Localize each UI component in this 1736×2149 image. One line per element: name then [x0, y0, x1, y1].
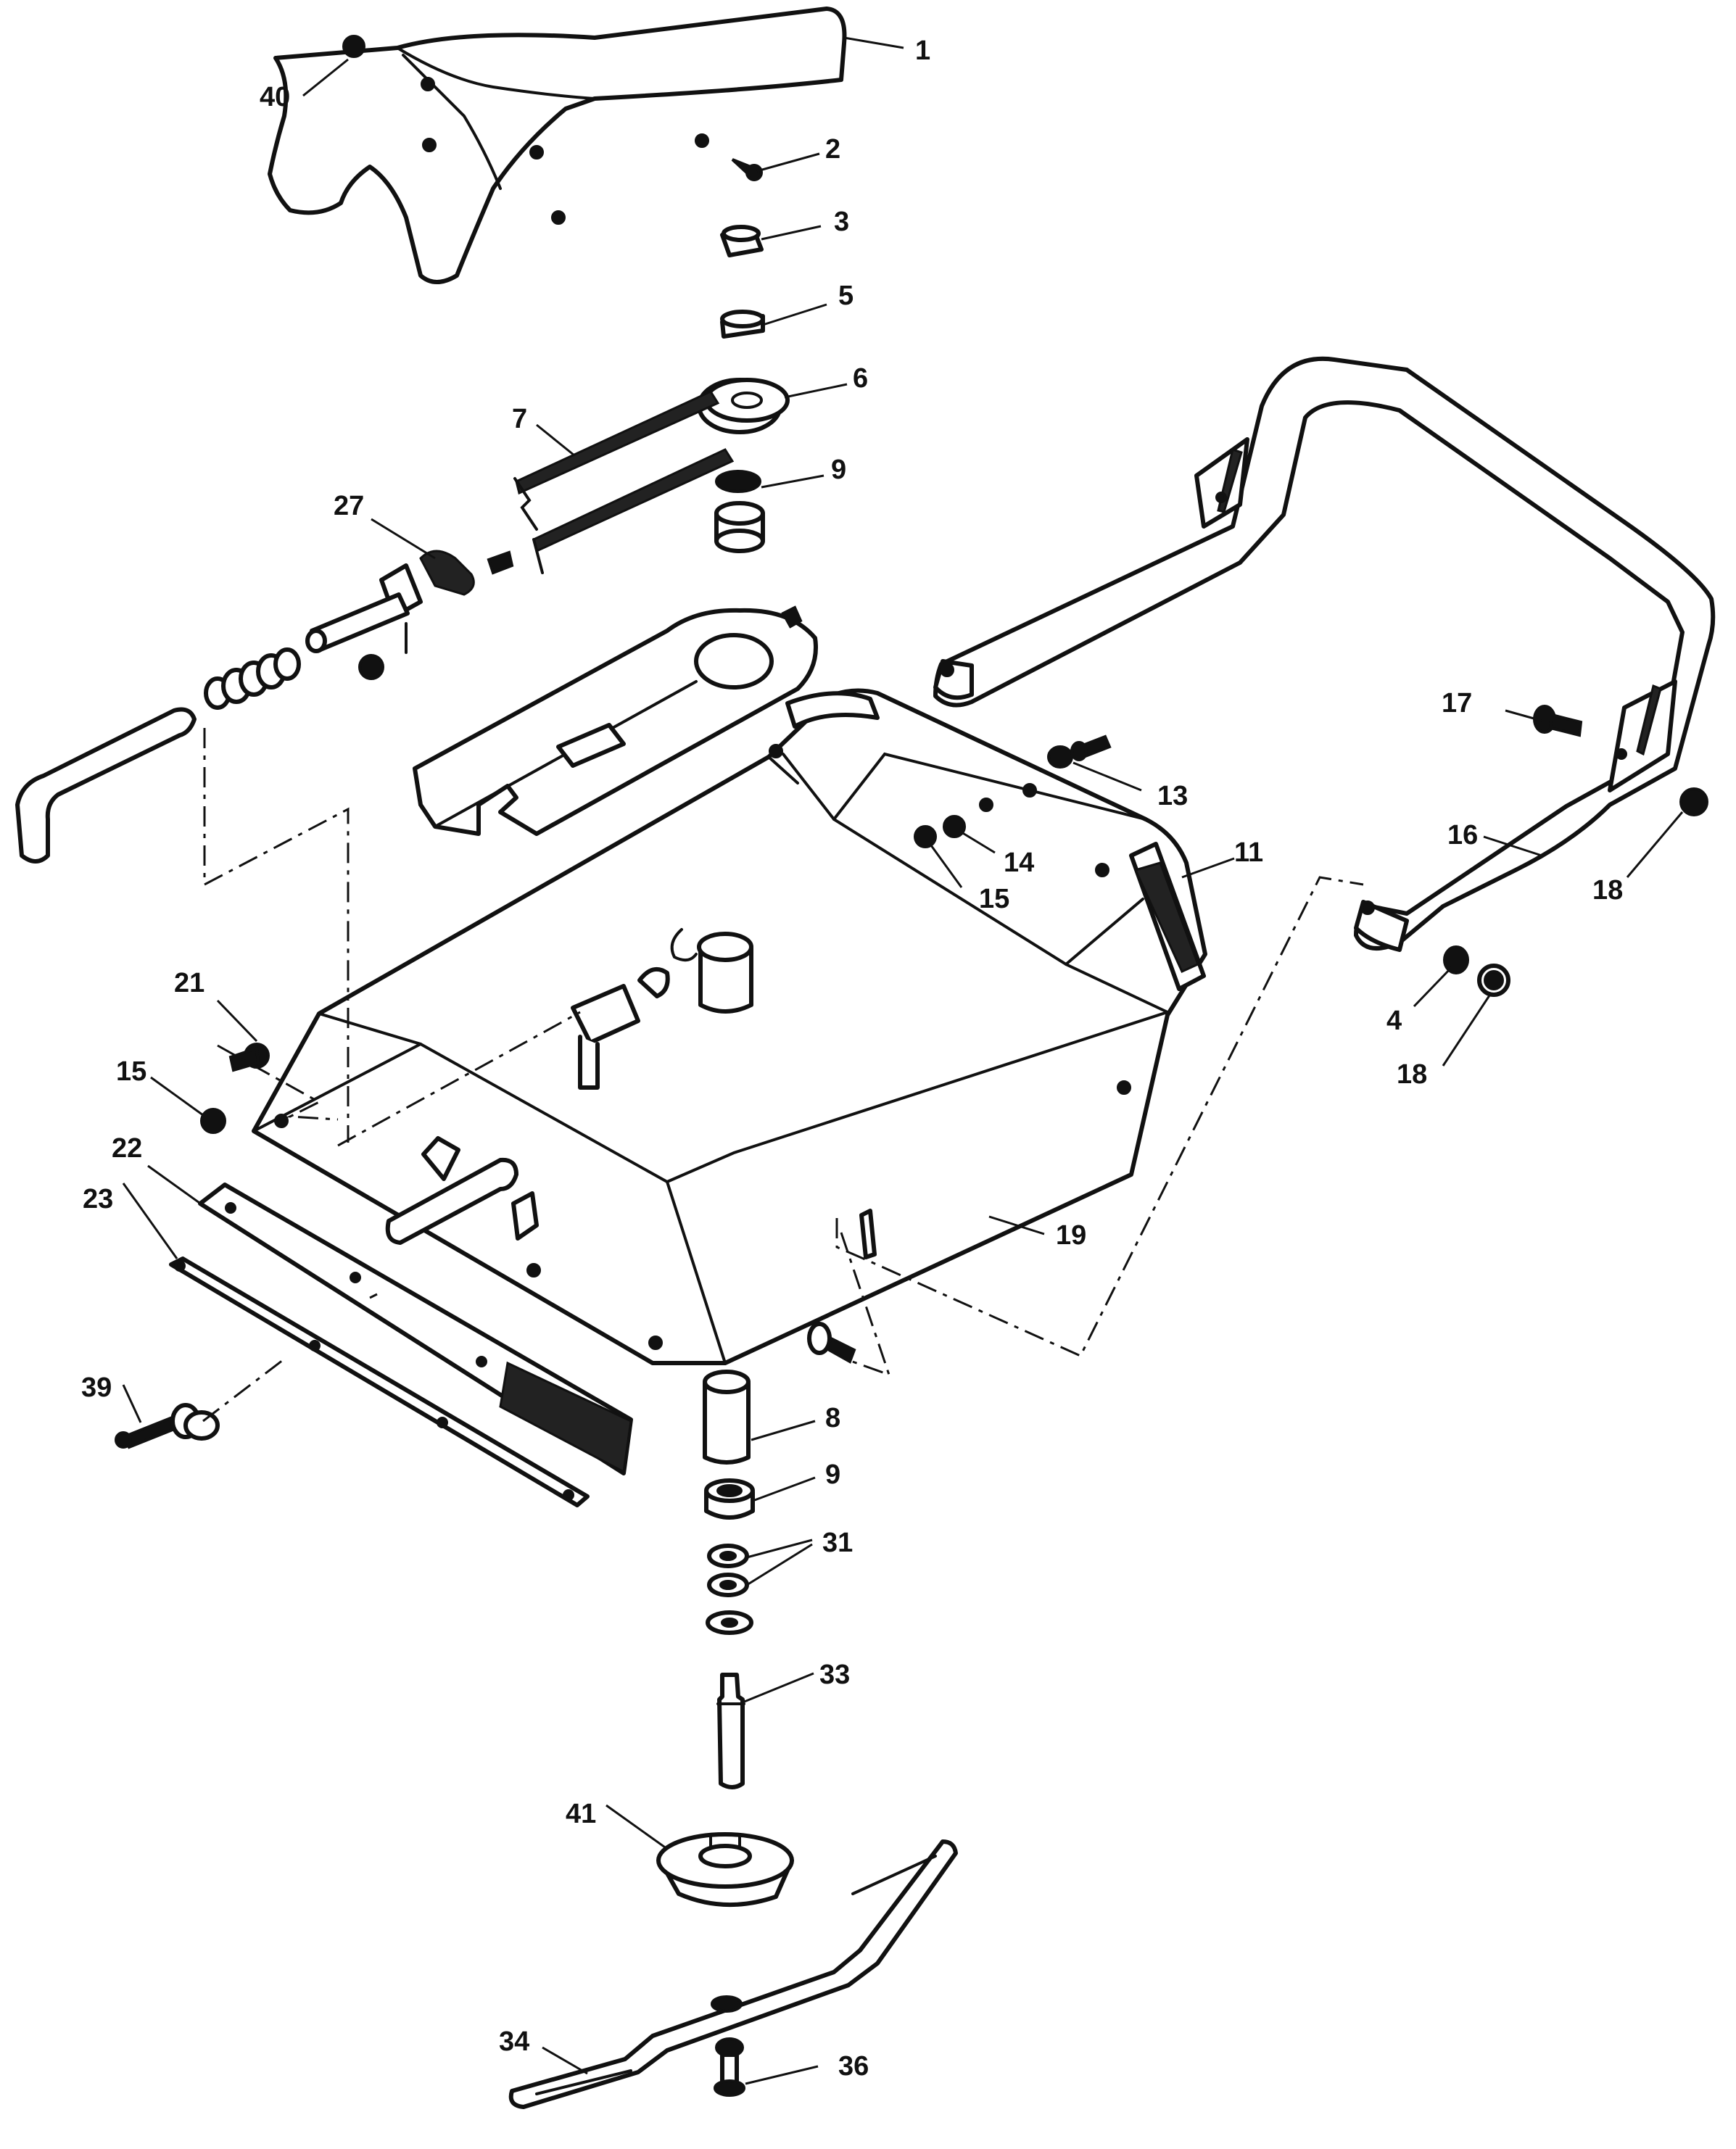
part-39-spring-hook [115, 1403, 220, 1449]
part-3-nut [720, 225, 764, 257]
part-18-knob-upper [1679, 787, 1708, 816]
callout-2: 2 [825, 134, 840, 165]
part-9-bearing-lower [704, 1478, 755, 1520]
part-11-rear-flap [1129, 842, 1206, 991]
adjustment-rod [15, 707, 197, 864]
part-4-washer [1443, 945, 1469, 974]
callout-17: 17 [1442, 688, 1472, 719]
part-5-washer [720, 310, 765, 339]
callout-36: 36 [838, 2051, 869, 2082]
part-2-screw [731, 158, 763, 181]
callout-18-upper: 18 [1592, 875, 1623, 906]
part-15-nut-lower [200, 1108, 226, 1134]
callout-18-lower: 18 [1397, 1059, 1427, 1090]
part-16-handle [933, 356, 1716, 952]
assembly-lines [202, 728, 1364, 1423]
part-17-bolt [1533, 705, 1583, 737]
belt-cover-plate [413, 605, 818, 836]
callout-33: 33 [819, 1660, 850, 1690]
callout-34: 34 [499, 2026, 529, 2057]
callout-6: 6 [853, 363, 868, 394]
callout-22: 22 [112, 1133, 142, 1164]
callout-19: 19 [1056, 1220, 1086, 1251]
part-23-front-bar [169, 1256, 590, 1507]
callout-23: 23 [83, 1184, 113, 1214]
part-19-mower-deck [252, 688, 1207, 1365]
part-27-tension-arm [305, 550, 514, 680]
spring [204, 647, 301, 710]
part-40-nut [342, 35, 365, 58]
callout-13: 13 [1157, 781, 1188, 811]
callout-5: 5 [838, 281, 853, 311]
callout-16: 16 [1447, 820, 1478, 850]
callout-39: 39 [81, 1372, 112, 1403]
callout-41: 41 [566, 1799, 596, 1829]
callout-40: 40 [260, 82, 290, 112]
callout-31: 31 [822, 1528, 853, 1558]
callout-8: 8 [825, 1403, 840, 1433]
part-36-blade-bolt [714, 2037, 745, 2097]
callout-1: 1 [915, 36, 930, 66]
callout-15-upper: 15 [979, 884, 1009, 914]
callout-labels: 1 40 2 3 5 6 7 9 27 13 17 14 15 11 16 18… [81, 36, 1623, 2082]
callout-7: 7 [512, 404, 527, 434]
part-22-front-guard [198, 1183, 633, 1475]
part-6-pulley [697, 378, 790, 434]
part-15-nut-upper [914, 825, 937, 848]
callout-15-lower: 15 [116, 1056, 146, 1087]
part-33-spindle [716, 1673, 745, 1789]
callout-4: 4 [1386, 1006, 1402, 1036]
part-21-bolt [228, 1043, 270, 1072]
part-41-blade-adapter [656, 1832, 794, 1907]
callout-11: 11 [1234, 837, 1263, 868]
callout-21: 21 [174, 968, 204, 998]
part-31-spring-washers [706, 1544, 753, 1635]
callout-3: 3 [834, 207, 849, 237]
part-9-bearing-upper [714, 470, 765, 553]
callout-9-lower: 9 [825, 1459, 840, 1490]
part-13-bolt [1047, 734, 1112, 769]
callout-14: 14 [1004, 848, 1034, 878]
part-18-knob-lower [1477, 964, 1510, 997]
leader-lines [122, 36, 1684, 2085]
part-14-nut [943, 815, 966, 838]
carriage-bolt [807, 1322, 856, 1364]
callout-9-upper: 9 [831, 455, 846, 485]
part-34-blade [508, 1839, 958, 2109]
part-7-belt [513, 390, 735, 574]
part-8-spacer [703, 1370, 751, 1465]
callout-27: 27 [334, 491, 364, 521]
part-1-top-cover [268, 7, 847, 284]
